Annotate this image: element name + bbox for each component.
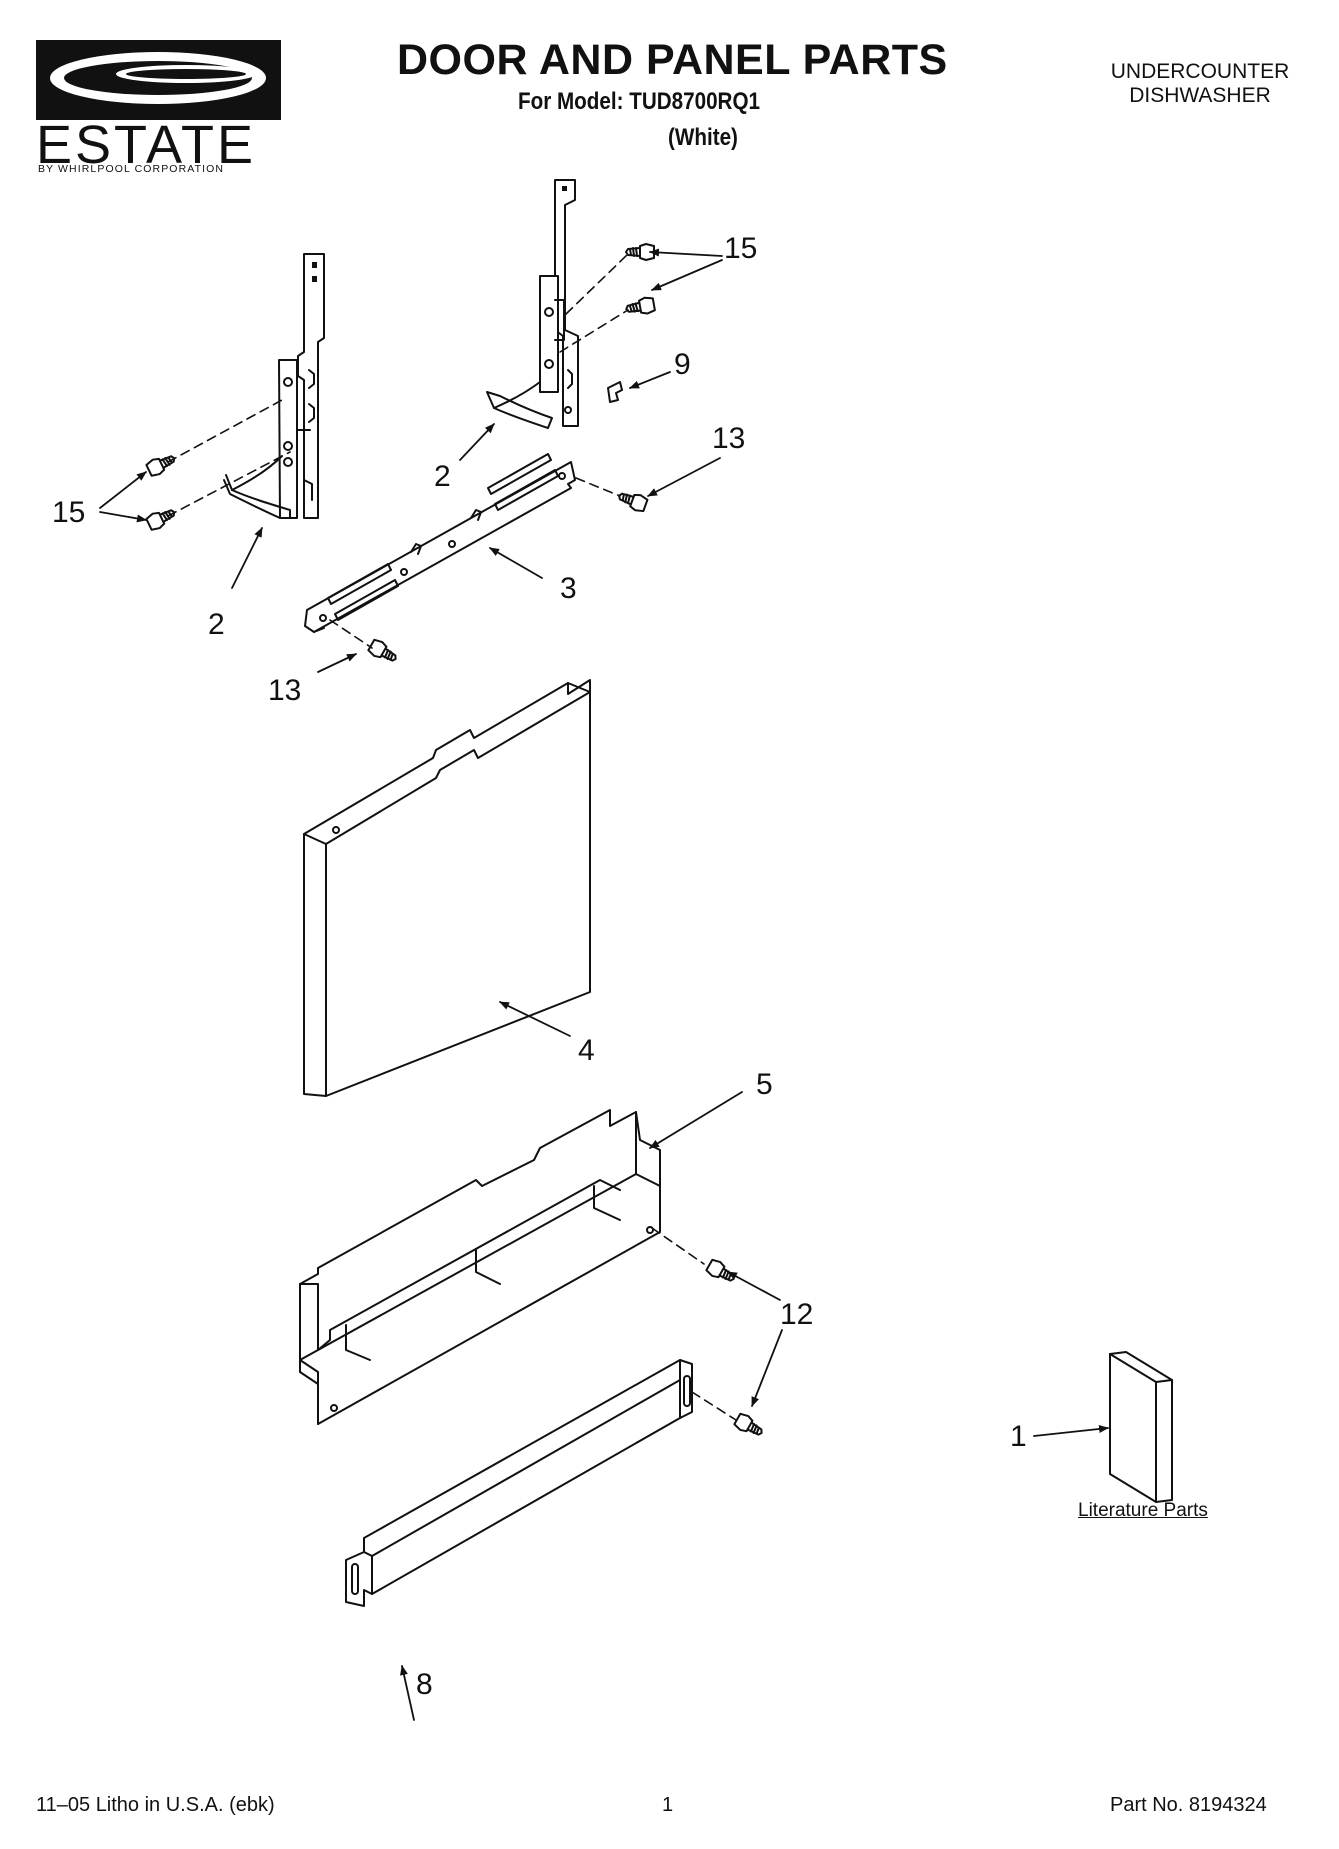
callout-15-left: 15 — [52, 496, 86, 529]
screw-12-lower — [732, 1411, 767, 1441]
callout-1: 1 — [1010, 1420, 1027, 1453]
door-panel — [303, 679, 591, 1097]
page-title: DOOR AND PANEL PARTS — [397, 36, 948, 84]
callout-15-top: 15 — [724, 232, 758, 265]
literature-booklet — [1109, 1351, 1173, 1503]
clip-9 — [607, 381, 623, 403]
footer-litho: 11–05 Litho in U.S.A. (ebk) — [36, 1794, 275, 1816]
screw-13-left — [366, 637, 401, 667]
assembly-dash-lines — [167, 253, 737, 1421]
callout-13-left: 13 — [268, 674, 302, 707]
screw-12-upper — [704, 1257, 739, 1287]
brand-logo: ESTATE BY WHIRLPOOL CORPORATION — [36, 40, 281, 175]
screw-13-right — [615, 487, 650, 514]
callout-2-right: 2 — [434, 460, 451, 493]
toe-panel — [345, 1359, 693, 1607]
model-line: For Model: TUD8700RQ1 — [518, 88, 760, 115]
screw-15-left-lower — [144, 503, 179, 533]
brand-tagline: BY WHIRLPOOL CORPORATION — [38, 163, 225, 175]
callout-13-right: 13 — [712, 422, 746, 455]
footer-page-number: 1 — [662, 1794, 674, 1816]
brand-name: ESTATE — [36, 115, 257, 175]
screw-15-left-upper — [144, 449, 179, 479]
lower-panel — [299, 1109, 661, 1425]
literature-parts-label: Literature Parts — [1078, 1500, 1208, 1521]
callout-9: 9 — [674, 348, 691, 381]
footer-part-number: Part No. 8194324 — [1110, 1794, 1267, 1816]
hinge-bracket-left — [223, 253, 325, 519]
callout-2-left: 2 — [208, 608, 225, 641]
appliance-type: UNDERCOUNTER DISHWASHER — [1090, 60, 1310, 108]
callout-3: 3 — [560, 572, 577, 605]
hinge-support-bar — [304, 453, 576, 633]
brand-swoosh-icon — [36, 40, 281, 120]
callout-12: 12 — [780, 1298, 814, 1331]
callout-4: 4 — [578, 1034, 595, 1067]
hinge-bracket-right — [486, 179, 579, 429]
leader-arrows — [99, 248, 1109, 1721]
appliance-line-1: UNDERCOUNTER — [1110, 60, 1290, 83]
callout-5: 5 — [756, 1068, 773, 1101]
screw-15-right-lower — [623, 295, 657, 319]
model-color: (White) — [668, 124, 738, 151]
appliance-line-2: DISHWASHER — [1129, 84, 1271, 107]
callout-8: 8 — [416, 1668, 433, 1701]
